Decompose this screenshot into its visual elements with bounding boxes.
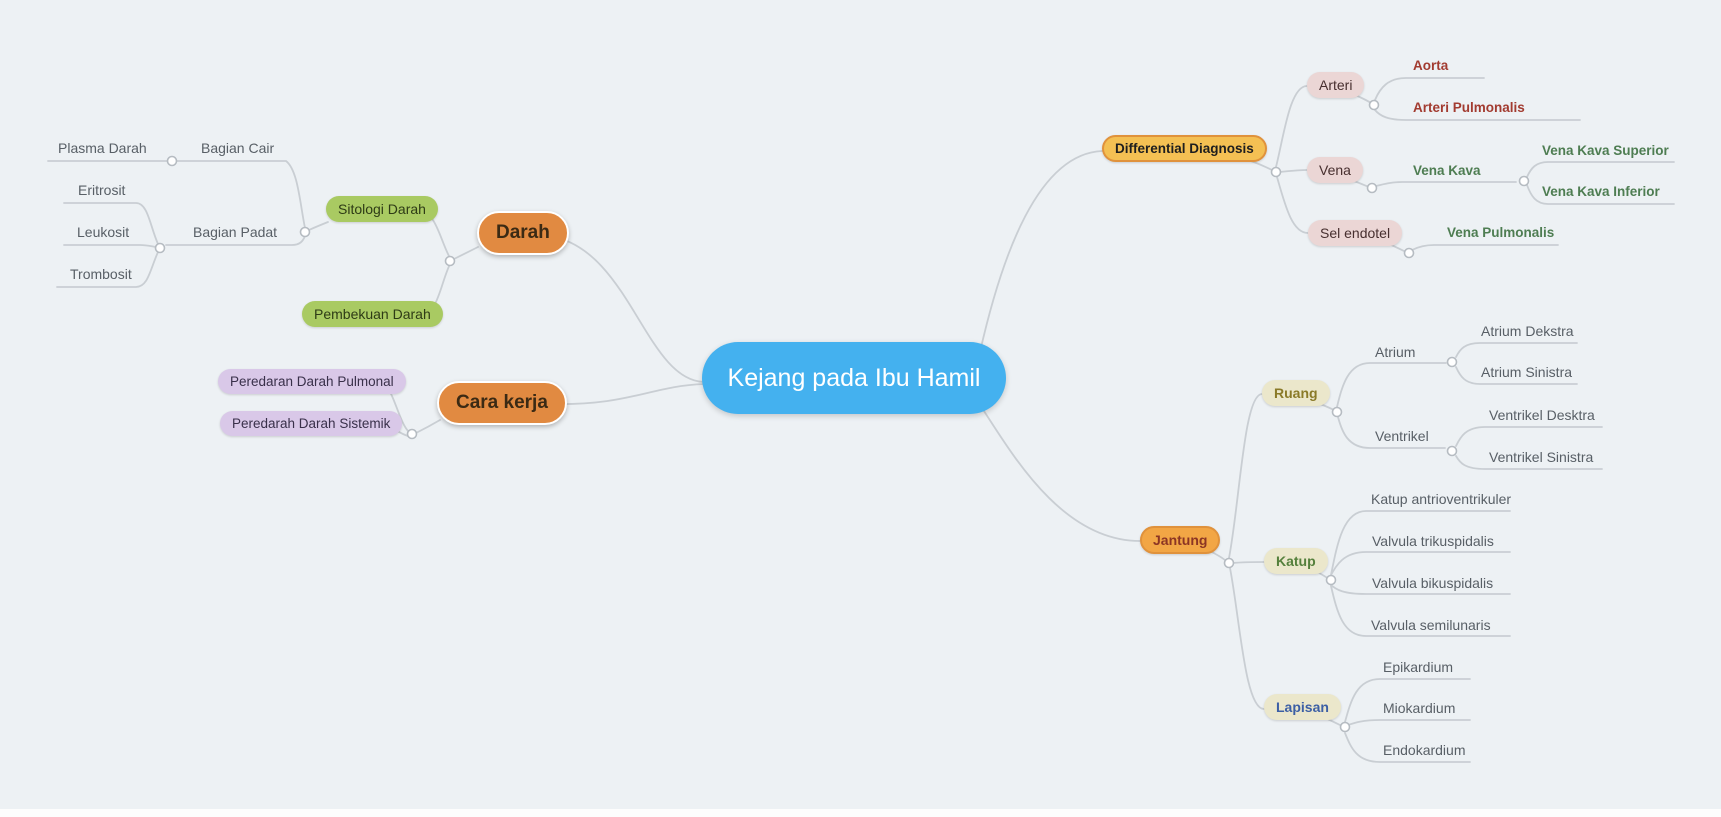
topic-epikardium[interactable]: Epikardium	[1383, 659, 1454, 675]
topic-katup-antrioventrikuler[interactable]: Katup antrioventrikuler	[1371, 491, 1512, 507]
topic-valvula-bikuspidalis[interactable]: Valvula bikuspidalis	[1372, 575, 1494, 591]
node-sitologi-darah[interactable]: Sitologi Darah	[326, 196, 438, 222]
collapse-toggle-sel-endotel[interactable]	[1403, 247, 1415, 259]
topic-aorta[interactable]: Aorta	[1413, 58, 1449, 73]
collapse-toggle-darah[interactable]	[444, 255, 456, 267]
node-arteri[interactable]: Arteri	[1307, 72, 1365, 98]
topic-arteri-pulmonalis[interactable]: Arteri Pulmonalis	[1413, 100, 1525, 115]
node-cara-kerja[interactable]: Cara kerja	[437, 381, 567, 425]
collapse-toggle-sitologi[interactable]	[299, 226, 311, 238]
node-ruang[interactable]: Ruang	[1262, 380, 1330, 406]
collapse-toggle-lapisan[interactable]	[1339, 721, 1351, 733]
collapse-toggle-atrium[interactable]	[1446, 356, 1458, 368]
topic-atrium-dekstra[interactable]: Atrium Dekstra	[1481, 323, 1574, 339]
canvas-bottom-edge	[0, 809, 1721, 817]
collapse-toggle-bagian-cair[interactable]	[166, 155, 178, 167]
topic-vena-kava[interactable]: Vena Kava	[1413, 163, 1481, 178]
collapse-toggle-bagian-padat[interactable]	[154, 242, 166, 254]
topic-valvula-semilunaris[interactable]: Valvula semilunaris	[1371, 617, 1491, 633]
node-root[interactable]: Kejang pada Ibu Hamil	[702, 342, 1006, 414]
topic-valvula-trikuspidalis[interactable]: Valvula trikuspidalis	[1372, 533, 1494, 549]
topic-ventrikel-desktra[interactable]: Ventrikel Desktra	[1489, 407, 1595, 423]
node-peredarah-darah-sistemik[interactable]: Peredarah Darah Sistemik	[220, 411, 403, 436]
topic-plasma-darah[interactable]: Plasma Darah	[58, 140, 147, 156]
collapse-toggle-ventrikel[interactable]	[1446, 445, 1458, 457]
collapse-toggle-vena[interactable]	[1366, 182, 1378, 194]
topic-endokardium[interactable]: Endokardium	[1383, 742, 1466, 758]
node-sel-endotel[interactable]: Sel endotel	[1308, 220, 1403, 246]
collapse-toggle-ruang[interactable]	[1331, 406, 1343, 418]
collapse-toggle-cara-kerja[interactable]	[406, 428, 418, 440]
collapse-toggle-jantung[interactable]	[1223, 557, 1235, 569]
node-pembekuan-darah[interactable]: Pembekuan Darah	[302, 301, 443, 327]
topic-miokardium[interactable]: Miokardium	[1383, 700, 1456, 716]
node-jantung[interactable]: Jantung	[1140, 526, 1221, 554]
topic-vena-kava-inferior[interactable]: Vena Kava Inferior	[1542, 184, 1660, 199]
node-differential-diagnosis[interactable]: Differential Diagnosis	[1102, 135, 1267, 162]
topic-eritrosit[interactable]: Eritrosit	[78, 182, 126, 198]
node-vena[interactable]: Vena	[1307, 157, 1363, 183]
node-peredaran-darah-pulmonal[interactable]: Peredaran Darah Pulmonal	[218, 369, 406, 394]
topic-bagian-cair[interactable]: Bagian Cair	[201, 140, 275, 156]
topic-atrium-sinistra[interactable]: Atrium Sinistra	[1481, 364, 1573, 380]
collapse-toggle-katup[interactable]	[1325, 574, 1337, 586]
collapse-toggle-differential-diagnosis[interactable]	[1270, 166, 1282, 178]
topic-ventrikel-sinistra[interactable]: Ventrikel Sinistra	[1489, 449, 1594, 465]
topic-bagian-padat[interactable]: Bagian Padat	[193, 224, 278, 240]
node-darah[interactable]: Darah	[477, 211, 569, 255]
node-katup[interactable]: Katup	[1264, 548, 1328, 574]
topic-trombosit[interactable]: Trombosit	[70, 266, 132, 282]
node-lapisan[interactable]: Lapisan	[1264, 694, 1341, 720]
topic-vena-pulmonalis[interactable]: Vena Pulmonalis	[1447, 225, 1555, 240]
topic-leukosit[interactable]: Leukosit	[77, 224, 130, 240]
topic-atrium[interactable]: Atrium	[1375, 344, 1416, 360]
collapse-toggle-vena-kava[interactable]	[1518, 175, 1530, 187]
topic-vena-kava-superior[interactable]: Vena Kava Superior	[1542, 143, 1669, 158]
collapse-toggle-arteri[interactable]	[1368, 99, 1380, 111]
topic-ventrikel[interactable]: Ventrikel	[1375, 428, 1429, 444]
